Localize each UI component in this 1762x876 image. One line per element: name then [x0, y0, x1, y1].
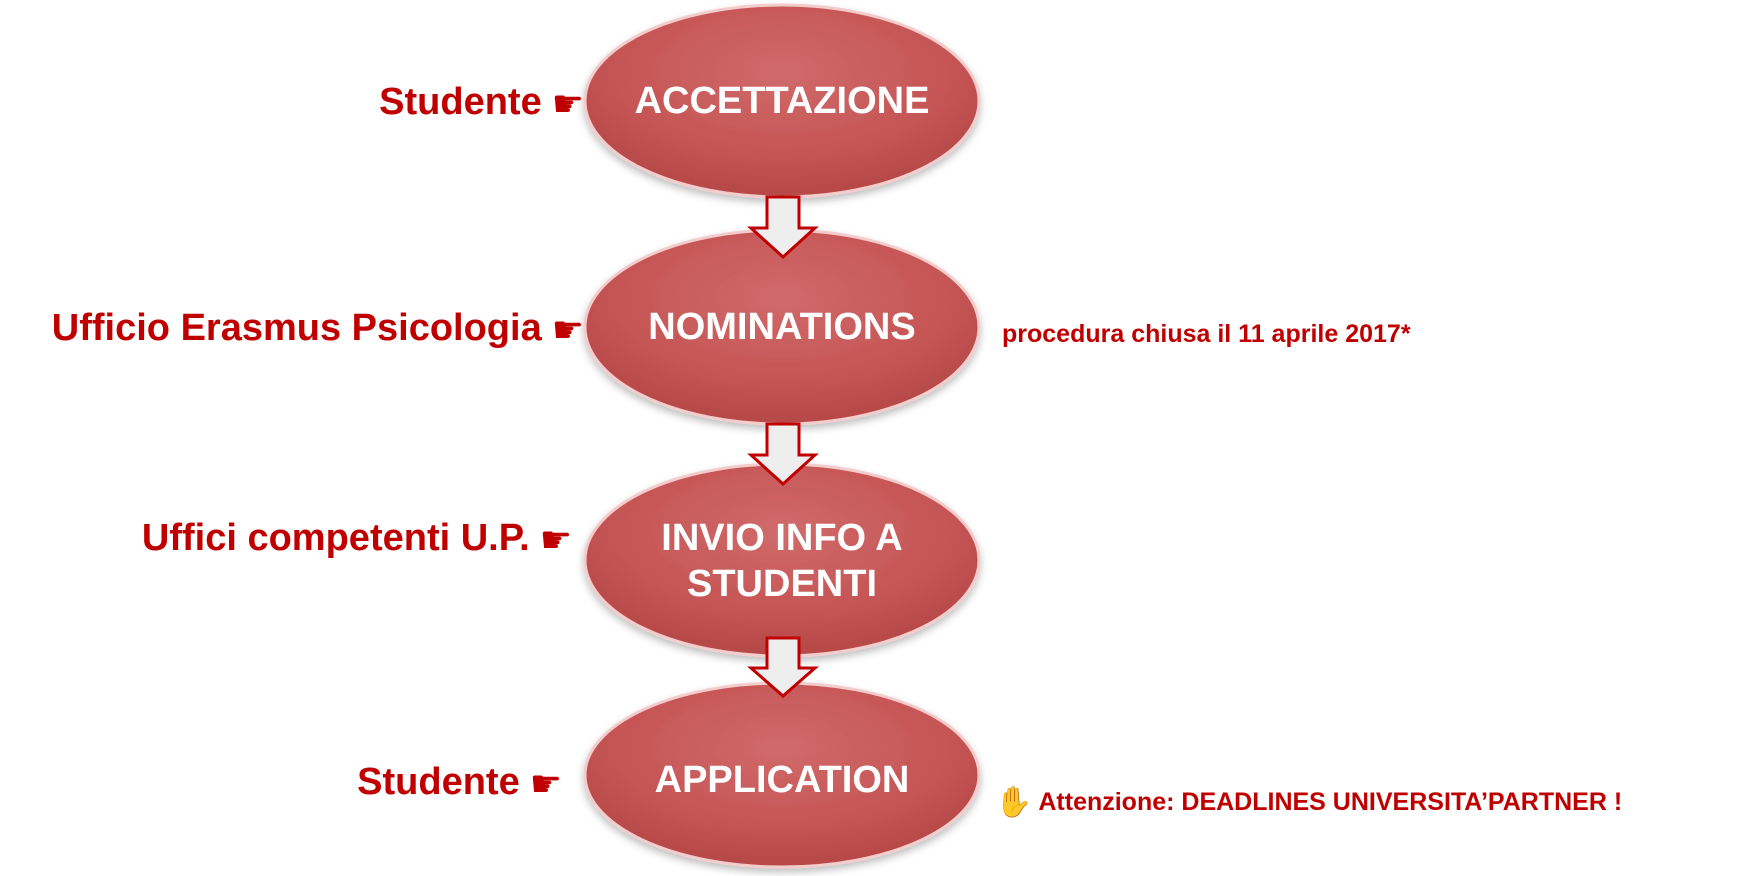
pointing-hand-icon: ☛: [539, 518, 572, 560]
actor-text: Studente: [357, 761, 520, 803]
step-text: NOMINATIONS: [648, 306, 916, 348]
step-text-line1: INVIO INFO A: [661, 517, 903, 559]
down-arrow-icon: [747, 195, 819, 260]
note-procedura-chiusa: procedura chiusa il 11 aprile 2017*: [1002, 318, 1411, 350]
actor-label-studente-2: Studente☛: [357, 760, 562, 804]
down-arrow-icon: [747, 636, 819, 698]
down-arrow-icon: [747, 422, 819, 487]
actor-label-ufficio-erasmus: Ufficio Erasmus Psicologia☛: [52, 306, 584, 350]
step-text: APPLICATION: [654, 759, 910, 801]
note-text: procedura chiusa il 11 aprile 2017*: [1002, 320, 1411, 348]
step-label-accettazione: ACCETTAZIONE: [585, 78, 979, 124]
raised-hand-icon: ✋: [995, 786, 1033, 819]
actor-label-studente-1: Studente☛: [379, 80, 584, 124]
step-text: ACCETTAZIONE: [634, 80, 930, 122]
actor-text: Uffici competenti U.P.: [141, 517, 530, 559]
note-text: Attenzione: DEADLINES UNIVERSITA’PARTNER…: [1038, 788, 1623, 816]
step-label-nominations: NOMINATIONS: [585, 304, 979, 350]
actor-label-uffici-competenti: Uffici competenti U.P.☛: [142, 516, 572, 560]
step-label-application: APPLICATION: [585, 757, 979, 803]
actor-text: Ufficio Erasmus Psicologia: [51, 307, 542, 349]
note-attenzione-deadlines: ✋Attenzione: DEADLINES UNIVERSITA’PARTNE…: [995, 786, 1622, 819]
step-text-line2: STUDENTI: [687, 563, 877, 605]
step-label-invio-info: INVIO INFO A STUDENTI: [585, 515, 979, 607]
pointing-hand-icon: ☛: [551, 82, 584, 124]
pointing-hand-icon: ☛: [529, 762, 562, 804]
pointing-hand-icon: ☛: [551, 308, 584, 350]
actor-text: Studente: [379, 81, 542, 123]
